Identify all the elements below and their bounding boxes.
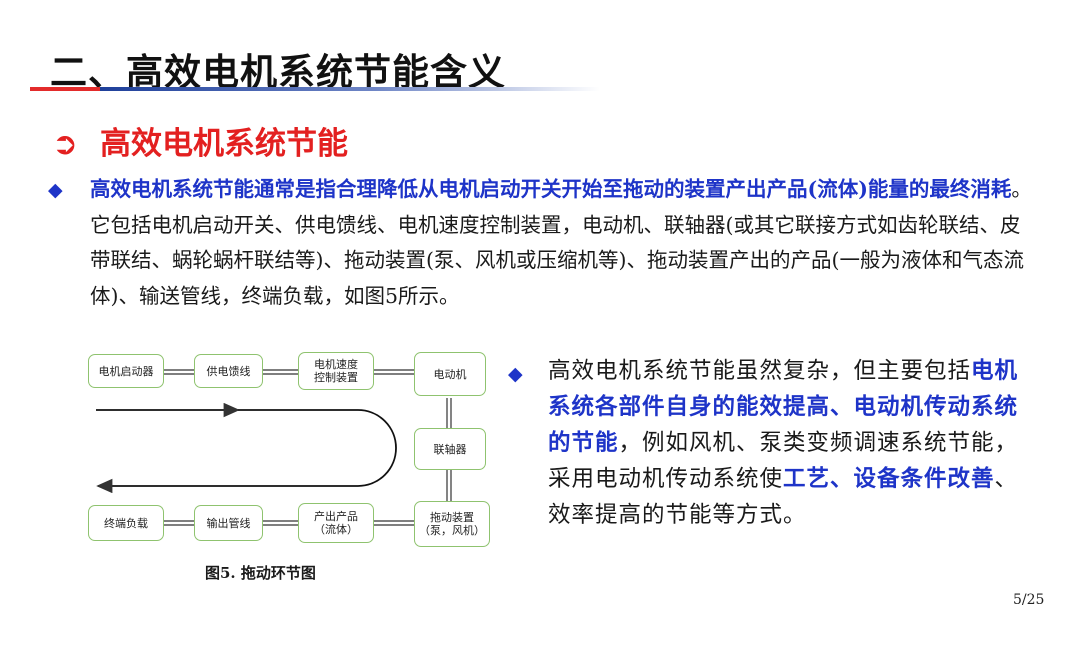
motor-box: 电动机 — [414, 352, 486, 396]
diamond-bullet-icon: ◆ — [508, 363, 523, 385]
summary-text-1: 高效电机系统节能虽然复杂，但主要包括 — [548, 358, 972, 384]
summary-highlight-1: 电机系统各部件自身的能效提高、电动机传动系统的节能 — [548, 358, 1019, 456]
coupling-box: 联轴器 — [414, 428, 486, 470]
section-heading: ➲ 高效电机系统节能 — [52, 118, 348, 163]
driven-device-box: 拖动装置（泵，风机） — [414, 501, 490, 547]
summary-text-2: ，例如风机、泵类变频调速系统节能，采用电动机传动系统使 — [548, 430, 1019, 492]
arrow-bullet-icon: ➲ — [52, 126, 78, 162]
summary-highlight-2: 工艺、设备条件改善 — [783, 466, 995, 492]
figure-connectors — [96, 369, 452, 526]
figure-caption: 图5. 拖动环节图 — [205, 564, 316, 582]
speed-control-box: 电机速度控制装置 — [298, 352, 374, 390]
slide-title: 二、高效电机系统节能含义 — [50, 51, 506, 94]
title-underline-blue — [100, 87, 600, 91]
page-number: 5/25 — [1013, 592, 1045, 608]
section-heading-text: 高效电机系统节能 — [99, 126, 348, 162]
intro-highlight: 高效电机系统节能通常是指合理降低从电机启动开关开始至拖动的装置产出产品(流体)能… — [90, 177, 1012, 201]
intro-paragraph: ◆ 高效电机系统节能通常是指合理降低从电机启动开关开始至拖动的装置产出产品(流体… — [48, 172, 1038, 314]
motor-starter-box: 电机启动器 — [88, 354, 164, 388]
intro-text: 。它包括电机启动开关、供电馈线、电机速度控制装置，电动机、联轴器(或其它联接方式… — [90, 177, 1032, 308]
output-product-box: 产出产品（流体） — [298, 503, 374, 543]
output-pipeline-box: 输出管线 — [194, 505, 263, 541]
terminal-load-box: 终端负载 — [88, 505, 164, 541]
diamond-bullet-icon: ◆ — [48, 179, 63, 201]
drive-chain-figure: 电机启动器 供电馈线 电机速度控制装置 电动机 联轴器 终端负载 输出管线 产出… — [88, 346, 498, 582]
summary-text-3: 、效率提高的节能等方式。 — [548, 466, 1019, 528]
summary-paragraph: ◆ 高效电机系统节能虽然复杂，但主要包括电机系统各部件自身的能效提高、电动机传动… — [508, 353, 1028, 533]
title-underline-red — [30, 87, 100, 91]
feeder-line-box: 供电馈线 — [194, 354, 263, 388]
